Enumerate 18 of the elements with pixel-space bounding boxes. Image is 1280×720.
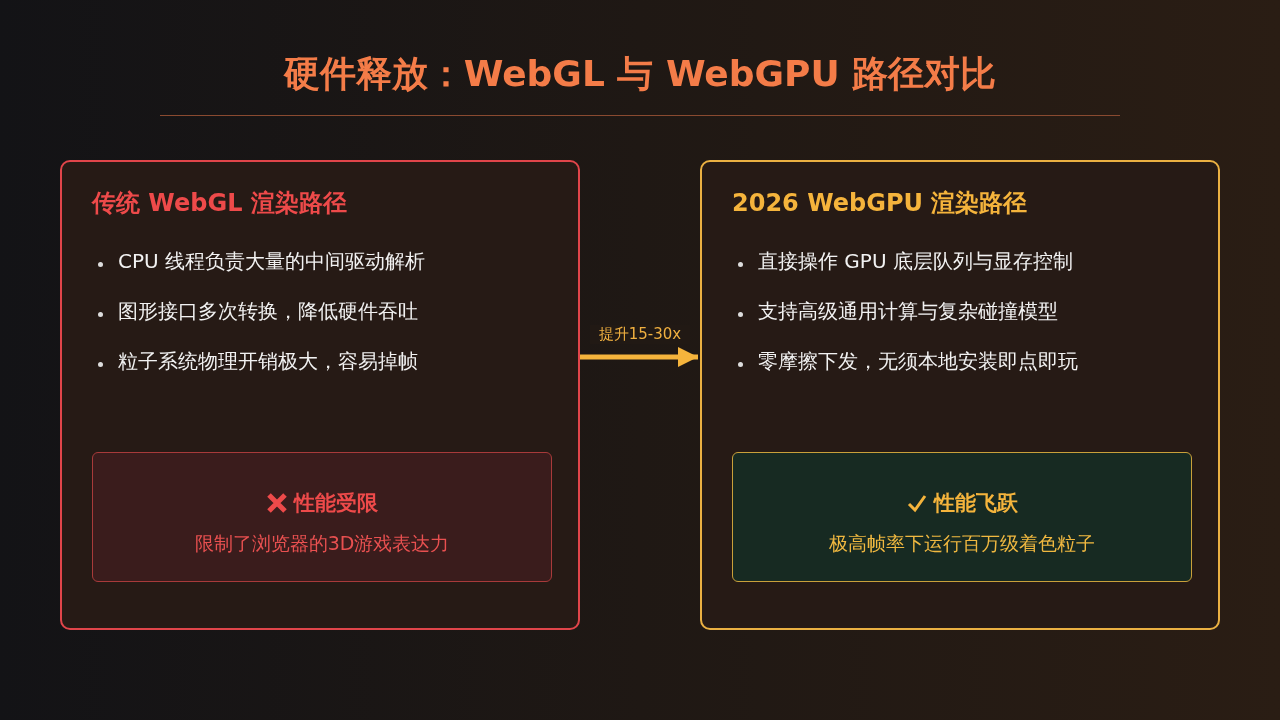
card-heading: 性能飞跃: [934, 490, 1018, 517]
card-text: 限制了浏览器的3D游戏表达力: [193, 531, 451, 556]
panel-heading: 2026 WebGPU 渲染路径: [732, 188, 1028, 219]
card-text: 极高帧率下运行百万级着色粒子: [828, 531, 1096, 556]
comparison-panel: [700, 160, 1220, 630]
card-heading: 性能受限: [294, 490, 378, 517]
result-card: [92, 452, 552, 582]
bullet-text: 直接操作 GPU 底层队列与显存控制: [758, 248, 1073, 275]
bullet-text: CPU 线程负责大量的中间驱动解析: [118, 248, 426, 275]
comparison-panel: [60, 160, 580, 630]
bullet-text: 图形接口多次转换，降低硬件吞吐: [118, 298, 418, 325]
bullet-text: 支持高级通用计算与复杂碰撞模型: [758, 298, 1058, 325]
slide-title: 硬件释放：WebGL 与 WebGPU 路径对比: [282, 52, 998, 96]
bullet-text: 粒子系统物理开销极大，容易掉帧: [118, 348, 418, 375]
bullet-text: 零摩擦下发，无须本地安装即点即玩: [758, 348, 1078, 375]
panel-heading: 传统 WebGL 渲染路径: [92, 188, 347, 219]
result-card: [732, 452, 1192, 582]
arrow: [580, 347, 698, 367]
